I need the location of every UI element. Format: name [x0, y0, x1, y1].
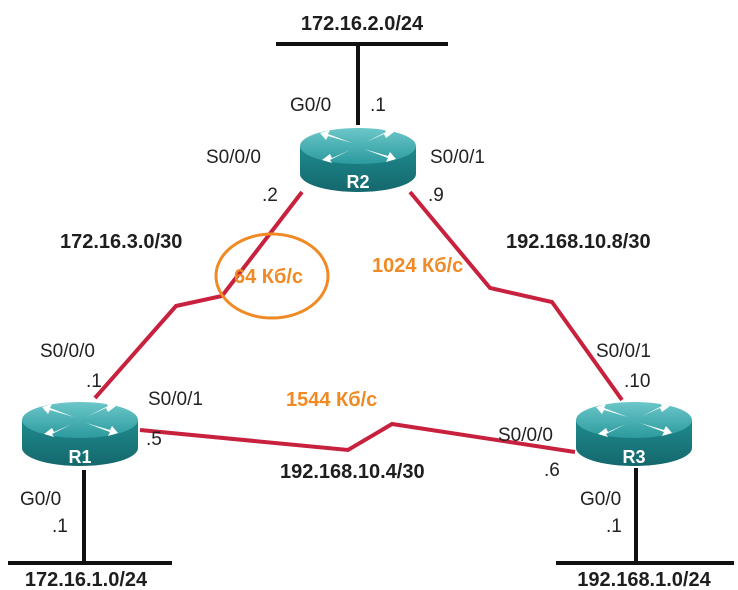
r1-g0-0-ip: .1 [52, 516, 68, 537]
r2-g0-0-label: G0/0 [290, 95, 331, 116]
r1-s0-0-0-ip: .1 [86, 371, 102, 392]
r3-s0-0-1-ip: .10 [624, 371, 650, 392]
r3-lan-segment [556, 468, 734, 565]
bandwidth-label-r1-r3: 1544 Кб/с [286, 389, 377, 411]
serial-link-r1-r3 [139, 421, 576, 454]
router-r2-label: R2 [346, 172, 369, 192]
bandwidth-highlight-circle [214, 232, 330, 320]
r3-s0-0-0-ip: .6 [544, 460, 560, 481]
r2-s0-0-1-ip: .9 [428, 185, 444, 206]
network-label-r3-lan: 192.168.1.0/24 [577, 569, 711, 590]
network-label-r1-r2: 172.16.3.0/30 [60, 231, 182, 253]
r1-lan-segment [8, 470, 172, 565]
network-label-r2-lan: 172.16.2.0/24 [301, 13, 424, 35]
router-r3-label: R3 [622, 447, 645, 467]
r2-g0-0-ip: .1 [370, 95, 386, 116]
bandwidth-label-r1-r2: 64 Кб/с [234, 266, 303, 288]
r3-s0-0-0-label: S0/0/0 [498, 425, 553, 446]
bandwidth-label-r2-r3: 1024 Кб/с [372, 255, 463, 277]
router-r1[interactable]: R1 [22, 402, 138, 467]
r1-s0-0-0-label: S0/0/0 [40, 341, 95, 362]
r2-lan-segment [276, 42, 448, 125]
serial-link-r1-r2 [93, 190, 304, 400]
r2-s0-0-0-label: S0/0/0 [206, 147, 261, 168]
r1-s0-0-1-label: S0/0/1 [148, 389, 203, 410]
r1-g0-0-label: G0/0 [20, 489, 61, 510]
router-r3[interactable]: R3 [576, 402, 692, 467]
router-r2[interactable]: R2 [300, 128, 416, 192]
r3-g0-0-label: G0/0 [580, 489, 621, 510]
router-r1-label: R1 [68, 447, 91, 467]
serial-link-r2-r3 [408, 190, 624, 402]
r1-s0-0-1-ip: .5 [146, 429, 162, 450]
network-label-r2-r3: 192.168.10.8/30 [506, 231, 651, 253]
r3-s0-0-1-label: S0/0/1 [596, 341, 651, 362]
r2-s0-0-0-ip: .2 [262, 185, 278, 206]
network-label-r1-r3: 192.168.10.4/30 [280, 461, 425, 483]
network-label-r1-lan: 172.16.1.0/24 [25, 569, 148, 590]
r2-s0-0-1-label: S0/0/1 [430, 147, 485, 168]
r3-g0-0-ip: .1 [606, 516, 622, 537]
